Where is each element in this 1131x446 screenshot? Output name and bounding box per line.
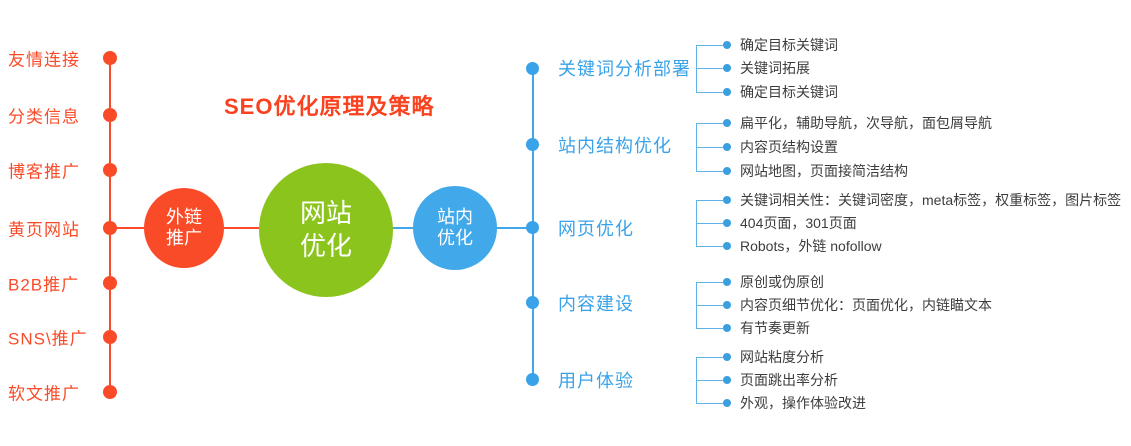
- bracket-line: [696, 123, 723, 124]
- category-site-structure: 站内结构优化: [558, 136, 672, 156]
- sub-item: 内容页结构设置: [740, 139, 838, 155]
- sub-item: 关键词相关性：关键词密度，meta标签，权重标签，图片标签: [740, 192, 1122, 208]
- bullet-dot: [723, 324, 731, 332]
- sub-item: 网站粘度分析: [740, 349, 824, 365]
- left-item-friend-links: 友情连接: [8, 50, 80, 70]
- sub-item: 关键词拓展: [740, 60, 810, 76]
- bracket-line: [696, 380, 723, 381]
- bracket-line: [696, 246, 723, 247]
- bracket-line: [696, 45, 723, 46]
- bracket-line: [696, 403, 723, 404]
- bracket-line: [696, 147, 723, 148]
- sub-item: 外观，操作体验改进: [740, 395, 866, 411]
- timeline-dot: [103, 276, 117, 290]
- sub-item: Robots，外链 nofollow: [740, 238, 882, 254]
- circle-text-line: 网站: [299, 198, 352, 228]
- sub-item: 404页面，301页面: [740, 215, 857, 231]
- timeline-dot: [103, 51, 117, 65]
- left-item-yellow-pages: 黄页网站: [8, 220, 80, 240]
- bullet-dot: [723, 219, 731, 227]
- circle-text-line: 推广: [166, 228, 202, 248]
- category-keyword-analysis: 关键词分析部署: [558, 59, 691, 79]
- timeline-dot: [103, 108, 117, 122]
- bracket-line: [696, 305, 723, 306]
- bullet-dot: [723, 143, 731, 151]
- sub-item: 有节奏更新: [740, 320, 810, 336]
- category-user-experience: 用户体验: [558, 371, 634, 391]
- bracket-line: [696, 68, 723, 69]
- bracket-line: [696, 92, 723, 93]
- bullet-dot: [723, 119, 731, 127]
- sub-item: 扁平化，辅助导航，次导航，面包屑导航: [740, 115, 992, 131]
- bullet-dot: [723, 353, 731, 361]
- bullet-dot: [723, 88, 731, 96]
- category-page-optimization: 网页优化: [558, 219, 634, 239]
- circle-text-line: 优化: [299, 231, 352, 261]
- circle-text-line: 站内: [437, 207, 473, 227]
- category-dot: [526, 221, 539, 234]
- left-item-blog-promotion: 博客推广: [8, 162, 80, 182]
- bullet-dot: [723, 301, 731, 309]
- bullet-dot: [723, 167, 731, 175]
- sub-item: 页面跳出率分析: [740, 372, 838, 388]
- category-dot: [526, 138, 539, 151]
- left-item-classified-info: 分类信息: [8, 107, 80, 127]
- category-dot: [526, 296, 539, 309]
- category-dot: [526, 373, 539, 386]
- sub-item: 内容页细节优化：页面优化，内链瞄文本: [740, 297, 992, 313]
- bullet-dot: [723, 196, 731, 204]
- bullet-dot: [723, 41, 731, 49]
- page-title: SEO优化原理及策略: [224, 94, 435, 119]
- timeline-dot: [103, 163, 117, 177]
- circle-external-link-promotion: 外链 推广: [144, 188, 224, 268]
- sub-item: 原创或伪原创: [740, 274, 824, 290]
- bracket-line: [696, 282, 723, 283]
- left-item-b2b-promotion: B2B推广: [8, 275, 80, 295]
- sub-item: 网站地图，页面接简洁结构: [740, 163, 908, 179]
- sub-item: 确定目标关键词: [740, 37, 838, 53]
- bullet-dot: [723, 399, 731, 407]
- bracket-line: [696, 200, 723, 201]
- timeline-dot: [103, 385, 117, 399]
- left-item-sns-promotion: SNS\推广: [8, 329, 88, 349]
- bracket-line: [696, 223, 723, 224]
- left-item-soft-article: 软文推广: [8, 384, 80, 404]
- category-content-building: 内容建设: [558, 294, 634, 314]
- bullet-dot: [723, 64, 731, 72]
- bullet-dot: [723, 376, 731, 384]
- bracket-line: [696, 357, 723, 358]
- circle-onsite-optimization: 站内 优化: [413, 186, 497, 270]
- sub-item: 确定目标关键词: [740, 84, 838, 100]
- bracket-line: [696, 328, 723, 329]
- timeline-dot: [103, 330, 117, 344]
- category-dot: [526, 62, 539, 75]
- circle-text-line: 优化: [437, 228, 473, 248]
- bracket-line: [696, 171, 723, 172]
- circle-website-optimization: 网站 优化: [259, 163, 393, 297]
- bullet-dot: [723, 242, 731, 250]
- circle-text-line: 外链: [166, 207, 202, 227]
- bullet-dot: [723, 278, 731, 286]
